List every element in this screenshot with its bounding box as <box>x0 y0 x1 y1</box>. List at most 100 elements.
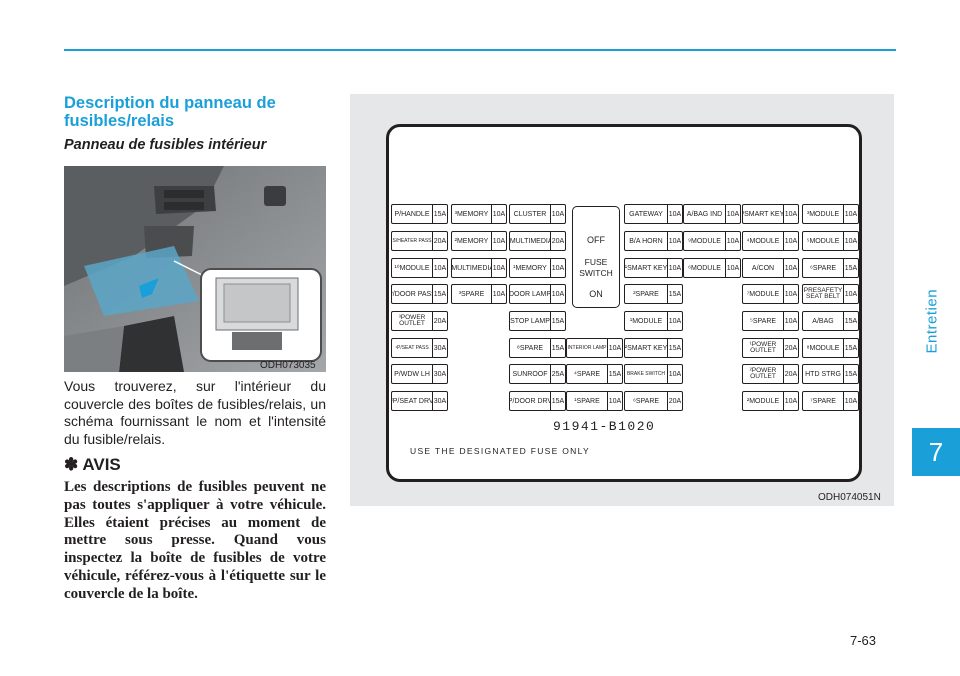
top-rule <box>64 49 896 51</box>
fuse-label: S/HEATER PASS <box>392 237 432 244</box>
fuse-amperage: 10A <box>550 259 565 277</box>
fuse-amperage: 10A <box>607 339 622 357</box>
fuse-slot: GATEWAY 10A <box>624 204 683 224</box>
fuse-label: A/BAG IND <box>686 210 723 218</box>
fuse-label: ³POWER OUTLET <box>398 313 426 327</box>
fuse-label: ³MODULE <box>806 210 840 218</box>
fuse-label: P/WDW LH <box>394 370 430 378</box>
fuse-label: A/CON <box>751 264 775 272</box>
fuse-slot: ⁹MODULE 10A <box>683 231 741 251</box>
dashboard-illustration <box>64 166 326 372</box>
fuse-label: GATEWAY <box>629 210 663 218</box>
fuse-amperage: 15A <box>667 285 682 303</box>
fuse-label: ¹MEMORY <box>513 264 547 272</box>
subsection-title: Panneau de fusibles intérieur <box>64 137 267 153</box>
fuse-label: ²MEMORY <box>454 237 489 245</box>
fuse-label: ¹POWER OUTLET <box>749 340 777 354</box>
fuse-amperage: 10A <box>667 312 682 330</box>
fuse-label: P/HANDLE <box>394 210 430 218</box>
fuse-slot: ³SPARE 10A <box>451 284 507 304</box>
fuse-amperage: 15A <box>432 205 447 223</box>
fuse-slot: ¹POWER OUTLET 20A <box>742 338 799 358</box>
fuse-label: ⁵MODULE <box>806 237 840 245</box>
fuse-label: B/A HORN <box>629 237 663 245</box>
fuse-amperage: 10A <box>725 232 740 250</box>
fuse-slot: P/DOOR PASS15A <box>391 284 448 304</box>
fuse-label: ¹SPARE <box>574 397 600 405</box>
part-number: 91941-B1020 <box>553 419 656 434</box>
fuse-amperage: 10A <box>667 365 682 383</box>
fuse-amperage: 15A <box>607 365 622 383</box>
fuse-switch-off-label: OFF <box>587 235 605 245</box>
fuse-amperage: 15A <box>550 339 565 357</box>
fuse-amperage: 10A <box>783 285 798 303</box>
fuse-amperage: 20A <box>783 339 798 357</box>
fuse-amperage: 10A <box>607 392 622 410</box>
fuse-label: ³SMART KEY <box>743 210 783 218</box>
fuse-switch-label: FUSE SWITCH <box>573 257 619 279</box>
fuse-switch-on-label: ON <box>589 289 603 299</box>
fuse-label: ³MEMORY <box>454 210 489 218</box>
fuse-label: ⁶SPARE <box>632 397 660 405</box>
fuse-slot: ¹SPARE 10A <box>566 391 623 411</box>
fuse-panel-location-photo <box>64 166 326 372</box>
fuse-amperage: 30A <box>432 339 447 357</box>
fuse-label: P/DOOR PASS <box>392 290 432 298</box>
fuse-label: ²POWER OUTLET <box>749 366 777 380</box>
notice-title: ✽ AVIS <box>64 455 121 474</box>
fuse-label: ⁷MODULE <box>746 290 780 298</box>
fuse-amperage: 10A <box>843 285 858 303</box>
fuse-amperage: 20A <box>783 365 798 383</box>
fuse-label: ¹MODULE <box>629 317 663 325</box>
fuse-amperage: 10A <box>783 232 798 250</box>
fuse-amperage: 30A <box>432 365 447 383</box>
fuse-label: ³SPARE <box>458 290 485 298</box>
fuse-slot: ¹MULTIMEDIA20A <box>509 231 566 251</box>
chapter-side-label: Entretien <box>923 288 941 354</box>
fuse-label: STOP LAMP <box>510 317 550 325</box>
fuse-switch-switch-text: SWITCH <box>579 268 613 278</box>
fuse-amperage: 10A <box>432 259 447 277</box>
fuse-amperage: 15A <box>550 392 565 410</box>
page-number: 7-63 <box>850 633 877 648</box>
fuse-label: ¹SMART KEY <box>625 264 667 272</box>
fuse-amperage: 20A <box>550 232 565 250</box>
fuse-label: DOOR LAMP <box>510 290 550 298</box>
fuse-amperage: 10A <box>491 285 506 303</box>
fuse-label: ⁹MODULE <box>688 237 721 245</box>
fuse-amperage: 15A <box>843 312 858 330</box>
fuse-amperage: 10A <box>843 205 858 223</box>
fuse-label: HTD STRG <box>805 370 841 378</box>
fuse-slot: ²POWER OUTLET 20A <box>742 364 799 384</box>
fuse-label: ⁶MODULE <box>688 264 721 272</box>
section-title: Description du panneau de fusibles/relai… <box>64 94 276 130</box>
fuse-label: ¹P/SEAT PASS <box>395 344 429 351</box>
fuse-usage-notice: USE THE DESIGNATED FUSE ONLY <box>410 446 590 456</box>
fuse-label: ¹⁰MODULE <box>394 264 430 272</box>
fuse-label: ²SMART KEY <box>625 344 667 352</box>
fuse-amperage: 10A <box>667 205 682 223</box>
